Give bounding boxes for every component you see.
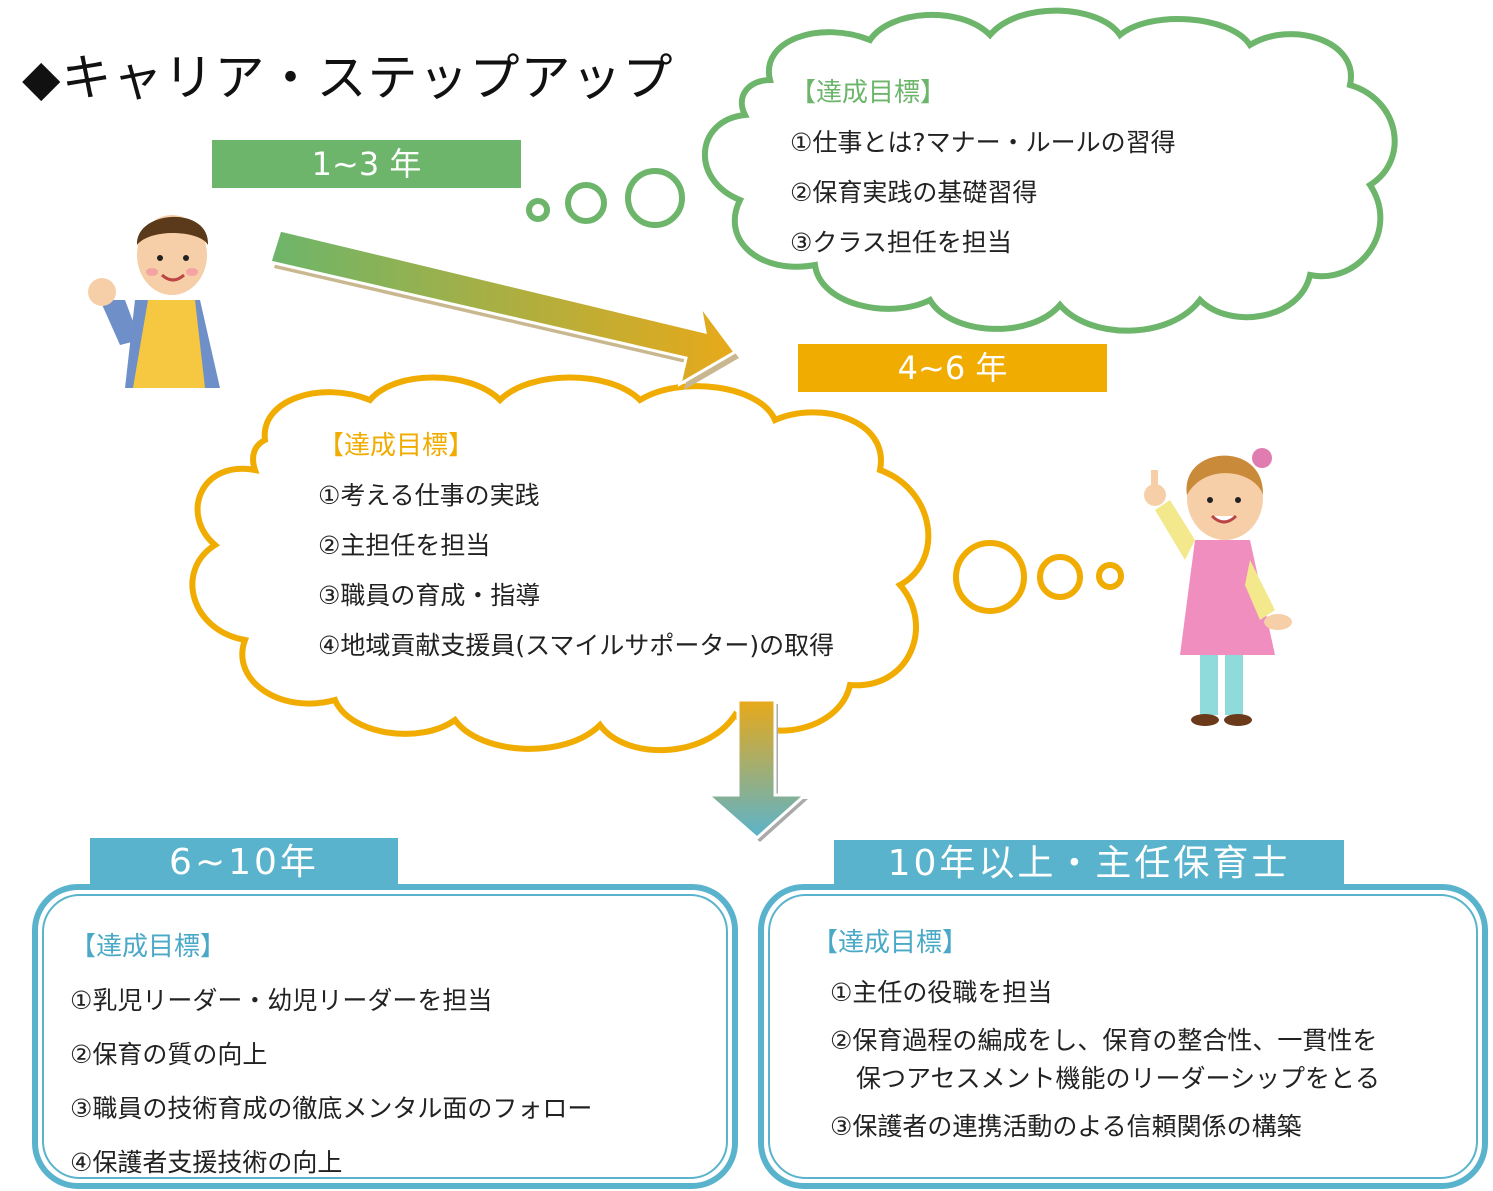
stage-1-label: 1~3 年 [212, 140, 521, 188]
stage-3-box [32, 884, 738, 1189]
orange-cloud [189, 374, 932, 753]
stage-4-goal-2: ②保育過程の編成をし、保育の整合性、一貫性を [830, 1026, 1378, 1055]
green-bubble-small [526, 198, 550, 222]
woman-pointing-illustration [1144, 448, 1292, 726]
stage-3-label: 6~10年 [90, 838, 398, 888]
orange-bubble-large [953, 540, 1027, 614]
stage-1-goal-3: ③クラス担任を担当 [790, 228, 1012, 257]
stage-2-goal-3: ③職員の育成・指導 [318, 581, 541, 610]
stage-1-goal-2: ②保育実践の基礎習得 [790, 178, 1038, 207]
stage-4-goals: 【達成目標】 ①主任の役職を担当 ②保育過程の編成をし、保育の整合性、一貫性を … [812, 922, 1380, 1143]
stage-2-goal-4: ④地域貢献支援員(スマイルサポーター)の取得 [318, 631, 835, 660]
stage-4-box-inner-border [768, 894, 1478, 1179]
stage-2-goal-2: ②主担任を担当 [318, 531, 491, 560]
stage-3-box-inner-border [42, 894, 728, 1179]
stage-4-goal-1: ①主任の役職を担当 [830, 978, 1053, 1007]
stage-1-goals: 【達成目標】 ①仕事とは?マナー・ルールの習得 ②保育実践の基礎習得 ③クラス担… [790, 72, 1176, 259]
green-bubble-large [625, 168, 685, 228]
stage-1-goal-heading: 【達成目標】 [790, 78, 947, 108]
orange-bubble-small [1096, 562, 1124, 590]
stage-3-goal-4: ④保護者支援技術の向上 [70, 1148, 343, 1177]
stage-1-goal-1: ①仕事とは?マナー・ルールの習得 [790, 128, 1176, 157]
stage-4-label: 10年以上・主任保育士 [834, 840, 1344, 888]
stage-3-goals: 【達成目標】 ①乳児リーダー・幼児リーダーを担当 ②保育の質の向上 ③職員の技術… [70, 926, 592, 1179]
man-waving-illustration [88, 215, 220, 388]
stage-4-goal-3: ③保護者の連携活動のよる信頼関係の構築 [830, 1112, 1302, 1141]
stage-3-goal-1: ①乳児リーダー・幼児リーダーを担当 [70, 986, 493, 1015]
stage-2-label: 4~6 年 [798, 344, 1107, 392]
stage-2-goals: 【達成目標】 ①考える仕事の実践 ②主担任を担当 ③職員の育成・指導 ④地域貢献… [318, 425, 834, 662]
stage-4-goal-heading: 【達成目標】 [812, 928, 969, 958]
green-cloud [701, 7, 1398, 334]
down-arrow [704, 698, 809, 842]
stage-3-goal-3: ③職員の技術育成の徹底メンタル面のフォロー [70, 1094, 593, 1123]
stage-2-goal-heading: 【達成目標】 [318, 431, 475, 461]
stage-4-goal-2-continued: 保つアセスメント機能のリーダーシップをとる [856, 1064, 1381, 1093]
orange-bubble-medium [1037, 554, 1083, 600]
page-title: ◆キャリア・ステップアップ [22, 49, 674, 107]
stage-3-goal-heading: 【達成目標】 [70, 932, 227, 962]
stage-3-goal-2: ②保育の質の向上 [70, 1040, 268, 1069]
stage-2-goal-1: ①考える仕事の実践 [318, 481, 540, 510]
green-bubble-medium [565, 182, 607, 224]
diagonal-arrow [268, 228, 739, 390]
